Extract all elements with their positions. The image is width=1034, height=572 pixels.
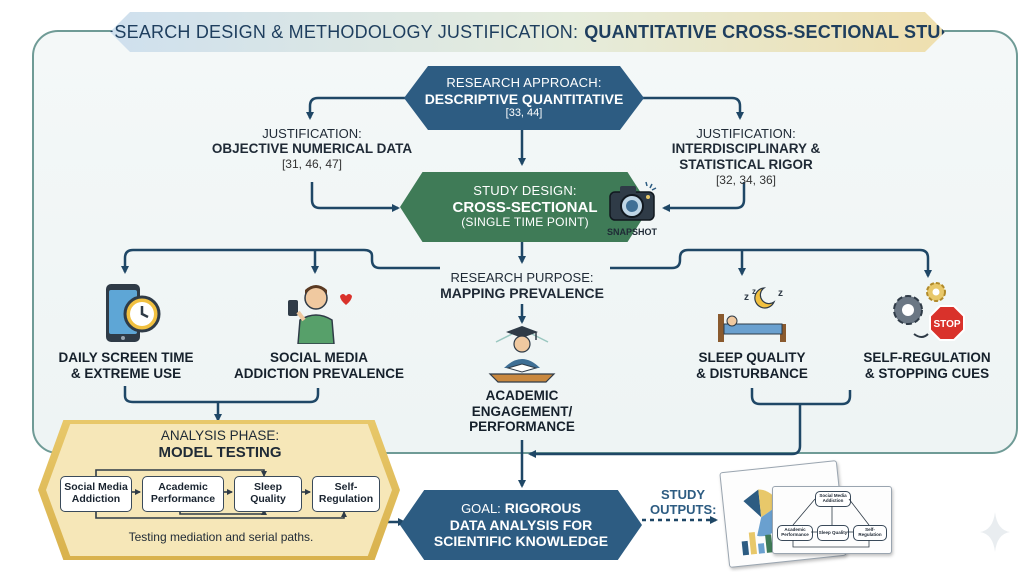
output-box-selfreg: Self-Regulation (853, 525, 887, 541)
sleep-bed-icon: z z z (718, 287, 786, 342)
screen-time-line1: DAILY SCREEN TIME (58, 350, 194, 365)
person-phone-icon (288, 285, 352, 344)
phone-clock-icon (106, 284, 161, 342)
sleep-line2: & DISTURBANCE (696, 365, 808, 381)
purpose-title: MAPPING PREVALENCE (440, 285, 604, 302)
purpose-label: RESEARCH PURPOSE: (450, 270, 594, 285)
justification-right-title-2: STATISTICAL RIGOR (679, 157, 813, 173)
stop-sign-label: STOP (933, 319, 960, 330)
self-regulation-line2: & STOPPING CUES (864, 365, 990, 381)
study-outputs-label: STUDY OUTPUTS: (650, 487, 717, 518)
social-media-line1: SOCIAL MEDIA (269, 350, 368, 365)
goal-node: GOAL: RIGOROUS DATA ANALYSIS FOR SCIENTI… (400, 490, 642, 560)
svg-text:z: z (752, 287, 756, 296)
output-box-academic: Academic Performance (777, 525, 813, 541)
goal-prefix: GOAL: (461, 501, 501, 517)
self-regulation-variable: SELF-REGULATION & STOPPING CUES (852, 350, 1002, 381)
output-model-card: Social Media Addiction Academic Performa… (772, 486, 892, 554)
model-box-academic: Academic Performance (142, 476, 224, 512)
academic-line1: ACADEMIC (485, 388, 559, 403)
sparkle-icon (980, 512, 1010, 552)
social-media-line2: ADDICTION PREVALENCE (233, 365, 404, 381)
snapshot-camera: SNAPSHOT (606, 180, 658, 240)
study-design-node: STUDY DESIGN: CROSS-SECTIONAL (SINGLE TI… (400, 172, 650, 242)
justification-left: JUSTIFICATION: OBJECTIVE NUMERICAL DATA … (196, 126, 428, 171)
arrow-right-to-goal (528, 404, 802, 458)
justification-right-title-1: INTERDISCIPLINARY & (671, 141, 821, 157)
approach-title: DESCRIPTIVE QUANTITATIVE (424, 91, 624, 108)
outputs-line2: OUTPUTS: (650, 501, 717, 517)
analysis-title: MODEL TESTING (158, 443, 282, 461)
title-prefix: RESEARCH DESIGN & METHODOLOGY JUSTIFICAT… (89, 21, 579, 42)
model-box-social-media: Social Media Addiction (60, 476, 132, 512)
analysis-caption: Testing mediation and serial paths. (128, 530, 314, 544)
outputs-line1: STUDY (660, 487, 706, 502)
analysis-phase-heading: ANALYSIS PHASE: MODEL TESTING (120, 428, 320, 462)
arrow-approach-right (636, 96, 744, 120)
research-purpose: RESEARCH PURPOSE: MAPPING PREVALENCE (420, 270, 624, 302)
output-box-social: Social Media Addiction (815, 491, 851, 507)
design-label: STUDY DESIGN: (473, 183, 577, 198)
snapshot-label: SNAPSHOT (606, 227, 657, 237)
arrow-just-right-design (662, 182, 746, 212)
academic-line3: PERFORMANCE (469, 419, 575, 435)
design-title: CROSS-SECTIONAL (452, 198, 598, 216)
model-box-self-regulation: Self-Regulation (312, 476, 380, 512)
academic-line2: ENGAGEMENT/ (471, 403, 573, 419)
model-box-sleep: Sleep Quality (234, 476, 302, 512)
arrow-purpose-screentime (121, 248, 440, 274)
self-regulation-line1: SELF-REGULATION (863, 350, 991, 365)
output-model-paths (792, 498, 870, 548)
goal-line1: RIGOROUS (504, 500, 581, 517)
arrow-approach-left (306, 96, 412, 120)
graduate-study-icon (488, 326, 556, 383)
design-subtitle: (SINGLE TIME POINT) (461, 215, 589, 230)
title-banner: RESEARCH DESIGN & METHODOLOGY JUSTIFICAT… (110, 12, 945, 52)
sleep-line1: SLEEP QUALITY (698, 350, 806, 365)
approach-refs: [33, 44] (505, 107, 543, 120)
arrow-just-left-design (310, 182, 400, 212)
camera-icon (609, 181, 657, 221)
screen-time-variable: DAILY SCREEN TIME & EXTREME USE (46, 350, 206, 381)
gears-stop-icon: STOP (893, 282, 965, 341)
justification-left-label: JUSTIFICATION: (262, 126, 362, 141)
academic-variable: ACADEMIC ENGAGEMENT/ PERFORMANCE (448, 388, 596, 435)
output-box-sleep: Sleep Quality (817, 525, 849, 541)
goal-line3: SCIENTIFIC KNOWLEDGE (433, 533, 609, 550)
goal-line2: DATA ANALYSIS FOR (449, 517, 593, 534)
social-media-variable: SOCIAL MEDIA ADDICTION PREVALENCE (224, 350, 414, 381)
justification-right-refs: [32, 34, 36] (715, 173, 777, 188)
sleep-variable: SLEEP QUALITY & DISTURBANCE (682, 350, 822, 381)
arrow-purpose-selfreg (610, 248, 932, 278)
justification-right: JUSTIFICATION: INTERDISCIPLINARY & STATI… (648, 126, 844, 187)
justification-left-title: OBJECTIVE NUMERICAL DATA (211, 141, 413, 157)
screen-time-line2: & EXTREME USE (70, 365, 182, 381)
analysis-label: ANALYSIS PHASE: (160, 428, 280, 443)
svg-text:z: z (744, 292, 749, 303)
justification-left-refs: [31, 46, 47] (281, 157, 343, 172)
svg-text:z: z (778, 288, 783, 299)
justification-right-label: JUSTIFICATION: (696, 126, 796, 141)
research-approach-node: RESEARCH APPROACH: DESCRIPTIVE QUANTITAT… (404, 66, 644, 130)
arrow-left-merge (123, 386, 320, 404)
approach-label: RESEARCH APPROACH: (446, 75, 602, 91)
title-emphasis: QUANTITATIVE CROSS-SECTIONAL STUDY (584, 21, 967, 42)
